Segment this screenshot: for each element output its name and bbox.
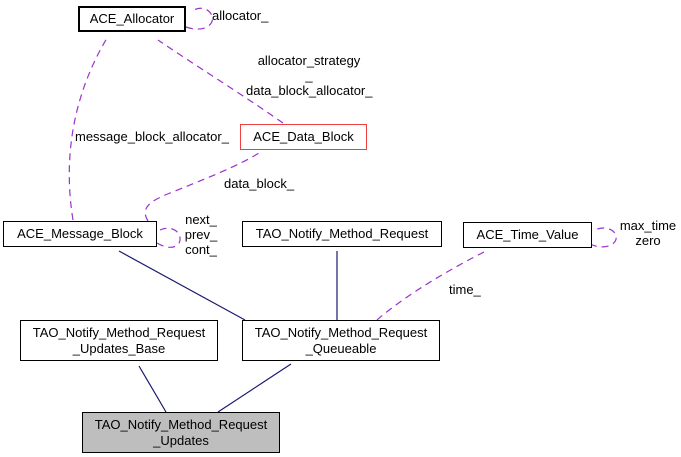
edge-queueable-to-message-block xyxy=(118,250,246,321)
edge-allocator-self-loop xyxy=(185,7,214,30)
edge-label-line: cont_ xyxy=(185,242,217,257)
node-label: ACE_Data_Block xyxy=(253,129,354,144)
edge-time-value-self-loop xyxy=(589,227,617,248)
node-ace-allocator[interactable]: ACE_Allocator xyxy=(78,6,186,32)
node-tao-notify-method-request-updates[interactable]: TAO_Notify_Method_Request _Updates xyxy=(82,412,280,453)
edge-label-message-block-allocator: message_block_allocator_ xyxy=(75,129,229,144)
node-label-line2: _Updates xyxy=(153,432,209,448)
node-label-line1: TAO_Notify_Method_Request xyxy=(254,324,428,340)
edge-label-line: _ xyxy=(305,68,313,83)
edge-data-block-to-allocator xyxy=(157,39,284,124)
edge-updates-to-updates-base xyxy=(138,365,167,413)
edge-label-allocator-strategy-data-block-allocator: allocator_strategy _ data_block_allocato… xyxy=(246,53,372,98)
node-label-line2: _Updates_Base xyxy=(72,340,166,356)
node-label: ACE_Message_Block xyxy=(17,226,143,241)
edge-label-line: next_ xyxy=(185,212,217,227)
node-tao-notify-method-request-updates-base[interactable]: TAO_Notify_Method_Request _Updates_Base xyxy=(20,320,218,361)
node-tao-notify-method-request-queueable[interactable]: TAO_Notify_Method_Request _Queueable xyxy=(242,320,440,361)
edge-label-line: allocator_strategy xyxy=(257,53,361,68)
edge-message-block-to-allocator xyxy=(68,37,108,221)
node-ace-time-value[interactable]: ACE_Time_Value xyxy=(463,222,592,248)
edge-label-next-prev-cont: next_ prev_ cont_ xyxy=(182,212,220,257)
node-label: TAO_Notify_Method_Request xyxy=(255,226,429,241)
edge-label-data-block: data_block_ xyxy=(224,176,295,191)
edge-message-block-to-data-block xyxy=(144,152,260,222)
node-label-line2: _Queueable xyxy=(305,340,377,356)
edge-label-line: data_block_allocator_ xyxy=(246,83,373,98)
edge-queueable-to-time-value xyxy=(376,250,487,321)
node-label-line1: TAO_Notify_Method_Request xyxy=(32,324,206,340)
edge-label-allocator-self: allocator_ xyxy=(212,8,269,23)
edge-label-max-time-zero: max_time zero xyxy=(619,218,677,248)
node-tao-notify-method-request[interactable]: TAO_Notify_Method_Request xyxy=(242,221,442,247)
edge-label-line: zero xyxy=(635,233,661,248)
node-label-line1: TAO_Notify_Method_Request xyxy=(94,416,268,432)
node-ace-data-block[interactable]: ACE_Data_Block xyxy=(240,124,367,150)
node-ace-message-block[interactable]: ACE_Message_Block xyxy=(3,221,157,247)
node-label: ACE_Time_Value xyxy=(476,227,579,242)
node-label: ACE_Allocator xyxy=(89,11,175,26)
edge-label-line: max_time xyxy=(619,218,677,233)
edge-label-line: prev_ xyxy=(184,227,218,242)
edge-message-block-self-loop xyxy=(156,227,181,248)
edge-updates-to-queueable xyxy=(217,363,292,413)
edge-label-time: time_ xyxy=(449,282,481,297)
